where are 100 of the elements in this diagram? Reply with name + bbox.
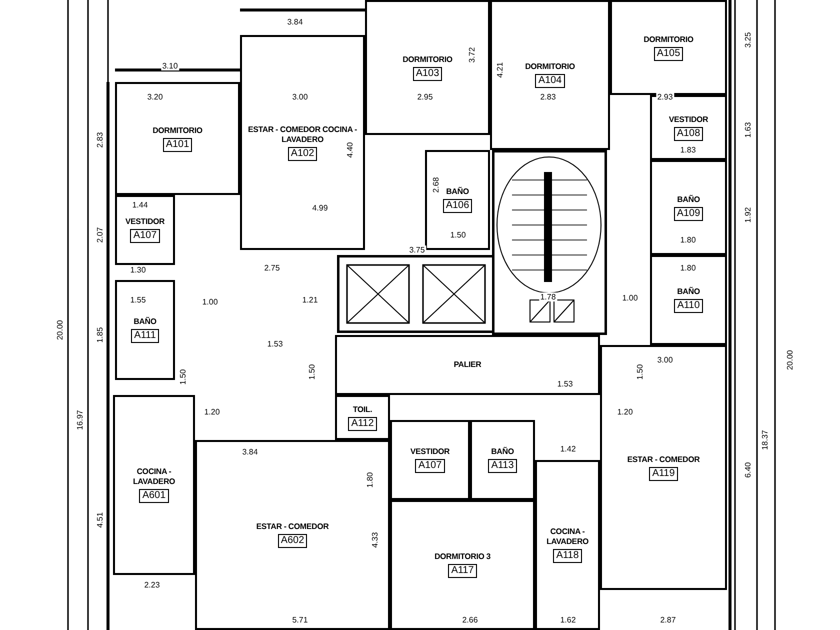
- dimension-label: 3.84: [241, 448, 259, 456]
- room-outline: [365, 0, 490, 135]
- dimension-label: 1.63: [744, 121, 752, 139]
- room-code: A108: [674, 126, 704, 140]
- room-outline: [610, 0, 727, 95]
- room-outline: [650, 160, 727, 255]
- room-name: BAÑO: [677, 287, 700, 297]
- dimension-label: 4.21: [496, 61, 504, 79]
- dimension-label: 2.83: [539, 92, 557, 102]
- room-code: A107: [130, 229, 160, 243]
- room-outline: [390, 500, 535, 630]
- dimension-label: 1.50: [308, 363, 316, 381]
- room-code: A602: [278, 534, 308, 548]
- dimension-label: 2.07: [96, 226, 104, 244]
- dimension-label: 1.00: [621, 294, 639, 302]
- room-code: A102: [288, 146, 318, 160]
- dimension-label: 1.62: [559, 616, 577, 624]
- room-code: A111: [131, 329, 159, 343]
- dimension-label: 1.78: [539, 292, 557, 302]
- room-name: VESTIDOR: [668, 114, 708, 124]
- dimension-label: 1.53: [266, 340, 284, 348]
- dimension-label: 1.55: [129, 296, 147, 304]
- dimension-label: 1.53: [556, 380, 574, 388]
- room-outline: [535, 460, 600, 630]
- dimension-label: 1.20: [616, 408, 634, 416]
- dimension-label: 2.23: [143, 580, 161, 590]
- dimension-label: 6.40: [744, 461, 752, 479]
- dimension-label: 2.95: [416, 92, 434, 102]
- dimension-label: 2.75: [263, 264, 281, 272]
- room-outline: [335, 335, 600, 395]
- room-outline: [335, 395, 390, 440]
- dimension-label: 1.80: [679, 236, 697, 244]
- dimension-label: 3.10: [161, 62, 179, 70]
- dimension-label: 3.00: [291, 92, 309, 102]
- room-outline: [115, 82, 240, 195]
- room-code: A105: [654, 46, 684, 60]
- room-code: A107: [415, 459, 445, 473]
- dimension-label: 5.71: [291, 616, 309, 624]
- room-name: BAÑO: [446, 187, 469, 197]
- dimension-label: 3.20: [146, 92, 164, 102]
- room-code: A112: [348, 416, 377, 430]
- room-name: VESTIDOR: [125, 217, 165, 227]
- room-outline: [600, 345, 727, 590]
- dimension-label: 2.87: [659, 616, 677, 624]
- dimension-label: 1.50: [636, 363, 644, 381]
- room-code: A118: [553, 549, 582, 563]
- dimension-label: 20.00: [786, 348, 794, 372]
- dimension-label: 4.33: [370, 531, 380, 549]
- room-name: BAÑO: [491, 447, 514, 457]
- dimension-label: 4.99: [311, 204, 329, 212]
- dimension-label: 18.37: [760, 428, 770, 452]
- room-outline: [115, 195, 175, 265]
- dimension-label: 1.50: [449, 230, 467, 240]
- room-name: COCINA - LAVADERO: [545, 527, 590, 547]
- dimension-label: 3.72: [468, 46, 476, 64]
- dimension-label: 3.25: [744, 31, 752, 49]
- room-outline: [195, 440, 390, 630]
- room-name: DORMITORIO: [644, 34, 694, 44]
- room-code: A601: [139, 489, 169, 503]
- dimension-label: 20.00: [56, 318, 64, 342]
- dimension-label: 1.21: [301, 296, 319, 304]
- room-code: A104: [535, 74, 565, 88]
- dimension-label: 1.20: [203, 408, 221, 416]
- room-name: ESTAR - COMEDOR: [627, 454, 700, 464]
- room-code: A106: [442, 199, 472, 213]
- room-code: A119: [649, 466, 678, 480]
- room-code: A103: [412, 66, 442, 80]
- room-outline: [425, 150, 490, 250]
- room-outline: [650, 255, 727, 345]
- dimension-label: 1.44: [131, 200, 149, 210]
- dimension-label: 3.00: [656, 356, 674, 364]
- room-name: BAÑO: [134, 317, 156, 327]
- room-outline: [113, 395, 195, 575]
- room-code: A117: [448, 564, 477, 578]
- dimension-label: 2.68: [432, 176, 440, 194]
- room-code: A109: [674, 206, 704, 220]
- dimension-label: 1.80: [366, 471, 374, 489]
- room-outline: [470, 420, 535, 500]
- room-outline: [240, 35, 365, 250]
- dimension-label: 1.85: [96, 326, 104, 344]
- dimension-label: 1.92: [744, 206, 752, 224]
- room-code: A110: [674, 299, 703, 313]
- dimension-label: 1.80: [679, 264, 697, 272]
- dimension-label: 3.84: [286, 18, 304, 26]
- room-outline: [650, 95, 727, 160]
- room-outline: [115, 280, 175, 380]
- room-name: DORMITORIO: [525, 62, 575, 72]
- dimension-label: 1.42: [559, 444, 577, 454]
- room-code: A101: [162, 138, 192, 152]
- dimension-label: 1.00: [201, 298, 219, 306]
- room-code: A113: [488, 459, 517, 473]
- dimension-label: 1.30: [129, 266, 147, 274]
- room-name: COCINA - LAVADERO: [132, 467, 176, 487]
- dimension-label: 2.93: [656, 92, 674, 102]
- room-name: BAÑO: [677, 194, 700, 204]
- dimension-label: 16.97: [76, 408, 84, 432]
- dimension-label: 2.83: [96, 131, 104, 149]
- room-name: VESTIDOR: [410, 447, 450, 457]
- dimension-label: 1.50: [178, 368, 188, 386]
- room-outline: [490, 0, 610, 150]
